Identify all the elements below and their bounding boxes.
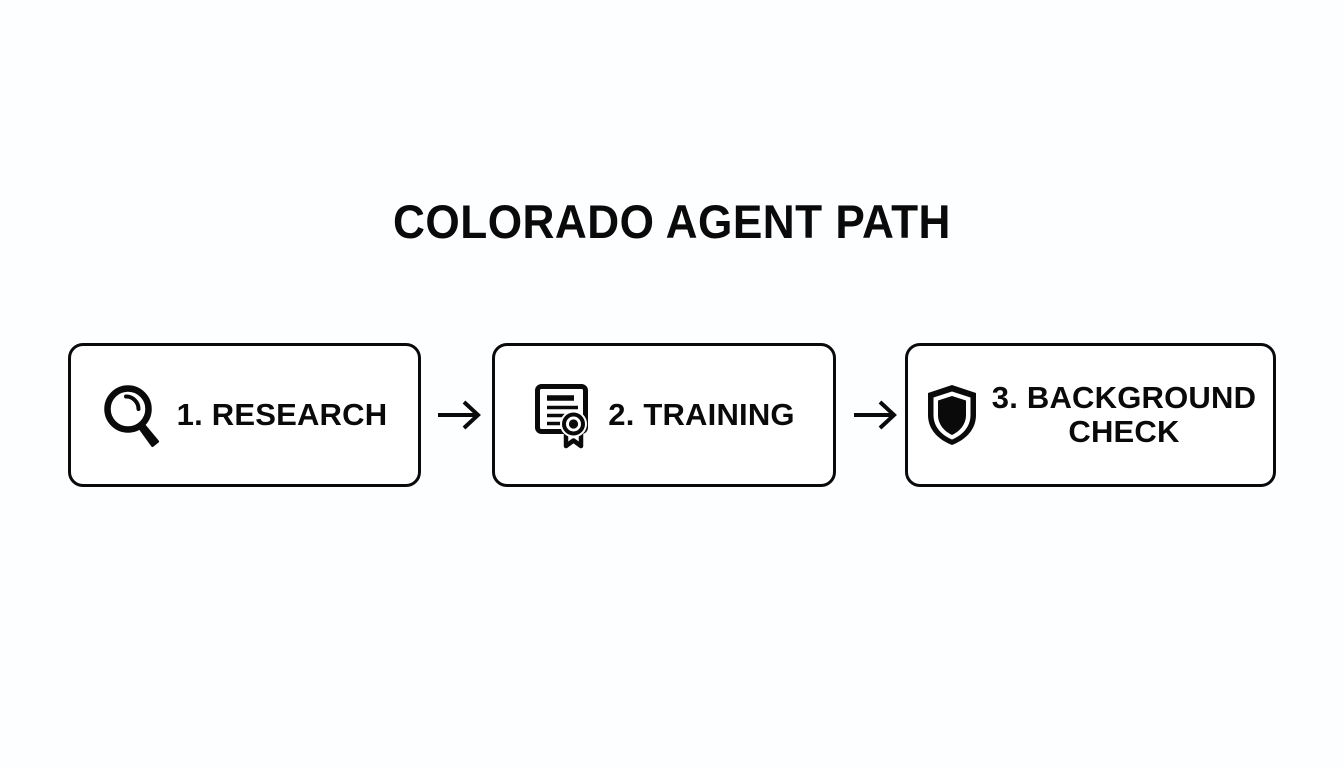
certificate-icon [533,380,595,450]
process-step-label: 2. TRAINING [608,397,795,432]
process-step-label: 1. RESEARCH [176,397,388,432]
process-step-training[interactable]: 2. TRAINING [492,343,836,487]
arrow-right-icon [851,393,903,437]
page-title: COLORADO AGENT PATH [393,195,951,248]
process-step-background-check[interactable]: 3. BACKGROUND CHECK [905,343,1276,487]
arrow-right-icon [435,393,487,437]
magnifier-icon [102,382,164,448]
process-step-research[interactable]: 1. RESEARCH [68,343,421,487]
process-flow-row: 1. RESEARCH [0,343,1344,487]
process-step-label: 3. BACKGROUND CHECK [991,380,1257,449]
shield-icon [925,382,979,448]
